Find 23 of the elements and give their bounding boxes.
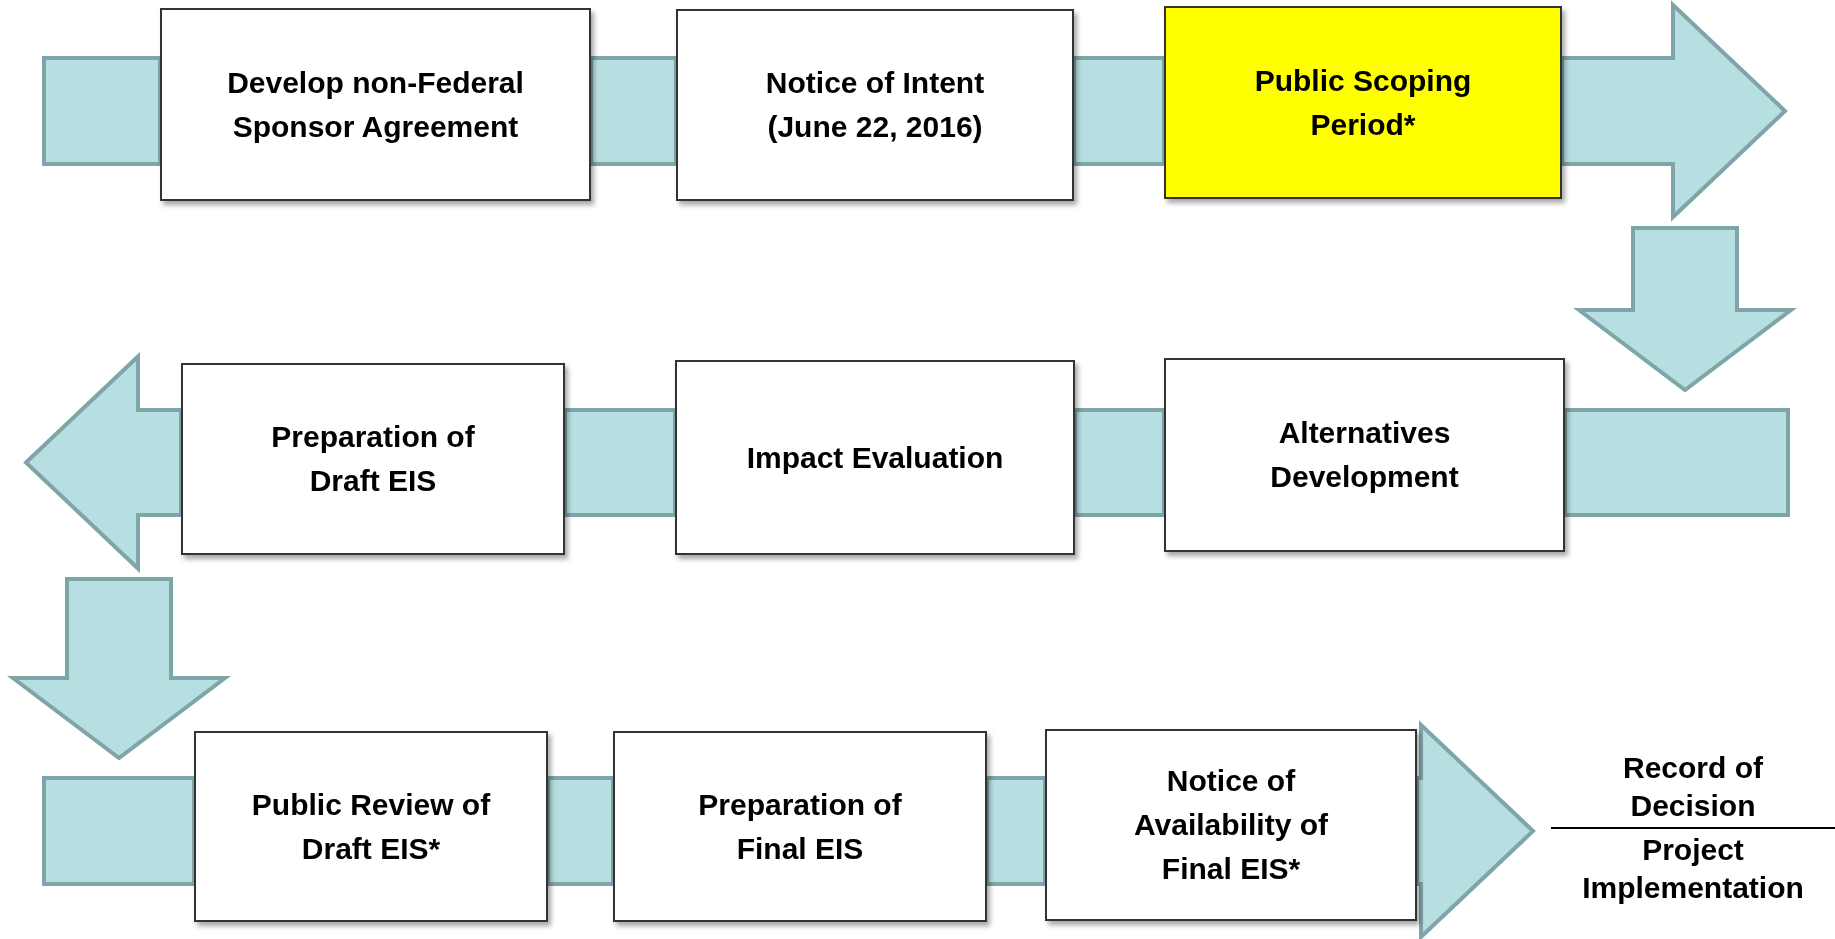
process-box: Public Scoping Period* xyxy=(1164,6,1562,199)
block-arrow xyxy=(1563,408,1790,517)
process-box: Preparation of Draft EIS xyxy=(181,363,565,555)
process-box: Preparation of Final EIS xyxy=(613,731,987,922)
step-text: Record of Decision xyxy=(1622,750,1764,824)
block-arrow xyxy=(23,351,183,574)
block-arrow xyxy=(1073,408,1166,517)
process-box: Public Review of Draft EIS* xyxy=(194,731,548,922)
block-arrow xyxy=(1415,720,1536,939)
block-arrow xyxy=(563,408,677,517)
block-arrow xyxy=(42,56,162,166)
block-arrow xyxy=(589,56,678,166)
process-box: Develop non-Federal Sponsor Agreement xyxy=(160,8,591,201)
block-arrow xyxy=(1560,0,1788,222)
block-arrow xyxy=(42,776,196,886)
process-box: Impact Evaluation xyxy=(675,360,1075,555)
block-arrow xyxy=(985,776,1047,886)
process-box: Notice of Intent (June 22, 2016) xyxy=(676,9,1074,201)
process-box: Alternatives Development xyxy=(1164,358,1565,552)
step-text: Project Implementation xyxy=(1581,832,1805,906)
block-arrow xyxy=(546,776,615,886)
process-box: Notice of Availability of Final EIS* xyxy=(1045,729,1417,921)
block-arrow xyxy=(1072,56,1166,166)
